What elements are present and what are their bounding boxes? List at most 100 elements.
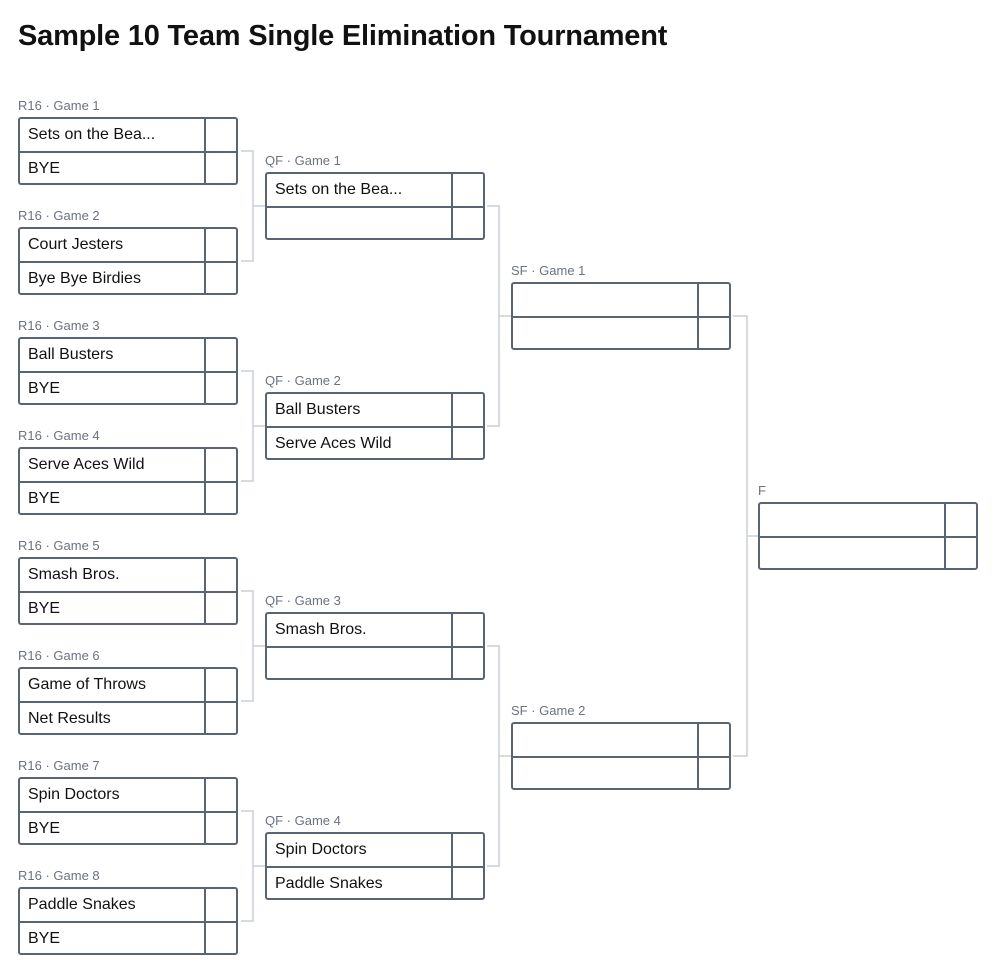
row-divider (267, 206, 483, 208)
row-divider (20, 481, 236, 483)
team-slot[interactable] (513, 284, 697, 316)
score-box[interactable] (451, 174, 483, 206)
match-qf-game-1[interactable]: Sets on the Bea... (265, 172, 485, 240)
team-slot[interactable]: Bye Bye Birdies (28, 270, 141, 287)
page-title: Sample 10 Team Single Elimination Tourna… (18, 20, 668, 52)
score-box[interactable] (944, 504, 976, 536)
match-r16-game-7[interactable]: Spin Doctors BYE (18, 777, 238, 845)
team-slot[interactable]: Spin Doctors (275, 841, 367, 858)
team-slot[interactable]: Paddle Snakes (275, 875, 383, 892)
score-box[interactable] (204, 889, 236, 921)
team-slot[interactable]: Serve Aces Wild (275, 435, 392, 452)
team-slot[interactable] (267, 648, 451, 680)
team-slot[interactable] (513, 724, 697, 756)
score-box[interactable] (204, 119, 236, 151)
score-box[interactable] (204, 559, 236, 591)
score-box[interactable] (451, 834, 483, 866)
score-box[interactable] (204, 923, 236, 955)
team-slot[interactable]: Smash Bros. (28, 566, 120, 583)
row-divider (267, 866, 483, 868)
match-label-qf-1: QF · Game 1 (265, 153, 341, 168)
team-slot[interactable]: BYE (28, 160, 61, 177)
team-slot[interactable]: Serve Aces Wild (28, 456, 145, 473)
score-box[interactable] (204, 593, 236, 625)
team-slot[interactable]: Court Jesters (28, 236, 124, 253)
match-r16-game-2[interactable]: Court Jesters Bye Bye Birdies (18, 227, 238, 295)
team-slot[interactable]: BYE (28, 930, 61, 947)
score-box[interactable] (451, 868, 483, 900)
match-label-sf-1: SF · Game 1 (511, 263, 586, 278)
score-box[interactable] (204, 813, 236, 845)
score-box[interactable] (451, 614, 483, 646)
team-slot[interactable] (513, 758, 697, 790)
score-box[interactable] (204, 669, 236, 701)
team-slot[interactable]: Smash Bros. (275, 621, 367, 638)
row-divider (20, 701, 236, 703)
match-r16-game-5[interactable]: Smash Bros. BYE (18, 557, 238, 625)
score-box[interactable] (697, 758, 729, 790)
score-box[interactable] (204, 229, 236, 261)
row-divider (267, 646, 483, 648)
score-box[interactable] (451, 208, 483, 240)
team-slot[interactable]: BYE (28, 600, 61, 617)
match-final[interactable] (758, 502, 978, 570)
row-divider (20, 811, 236, 813)
score-box[interactable] (204, 449, 236, 481)
match-qf-game-2[interactable]: Ball Busters Serve Aces Wild (265, 392, 485, 460)
match-label-r16-3: R16 · Game 3 (18, 318, 100, 333)
score-box[interactable] (204, 263, 236, 295)
team-slot[interactable] (267, 208, 451, 240)
match-label-sf-2: SF · Game 2 (511, 703, 586, 718)
team-slot[interactable]: Sets on the Bea... (275, 181, 403, 198)
match-qf-game-4[interactable]: Spin Doctors Paddle Snakes (265, 832, 485, 900)
team-slot[interactable] (513, 318, 697, 350)
row-divider (267, 426, 483, 428)
match-label-final: F (758, 483, 766, 498)
score-box[interactable] (204, 339, 236, 371)
score-box[interactable] (204, 703, 236, 735)
match-label-r16-8: R16 · Game 8 (18, 868, 100, 883)
team-slot[interactable]: Ball Busters (28, 346, 114, 363)
match-sf-game-1[interactable] (511, 282, 731, 350)
match-label-r16-7: R16 · Game 7 (18, 758, 100, 773)
score-box[interactable] (697, 724, 729, 756)
match-r16-game-6[interactable]: Game of Throws Net Results (18, 667, 238, 735)
team-slot[interactable]: Game of Throws (28, 676, 146, 693)
match-label-r16-5: R16 · Game 5 (18, 538, 100, 553)
match-r16-game-3[interactable]: Ball Busters BYE (18, 337, 238, 405)
team-slot[interactable]: Paddle Snakes (28, 896, 136, 913)
match-r16-game-8[interactable]: Paddle Snakes BYE (18, 887, 238, 955)
score-box[interactable] (451, 648, 483, 680)
match-qf-game-3[interactable]: Smash Bros. (265, 612, 485, 680)
team-slot[interactable]: Ball Busters (275, 401, 361, 418)
team-slot[interactable]: BYE (28, 820, 61, 837)
match-label-r16-6: R16 · Game 6 (18, 648, 100, 663)
team-slot[interactable]: Net Results (28, 710, 111, 727)
row-divider (20, 921, 236, 923)
team-slot[interactable]: BYE (28, 490, 61, 507)
team-slot[interactable]: BYE (28, 380, 61, 397)
team-slot[interactable]: Sets on the Bea... (28, 126, 156, 143)
score-box[interactable] (697, 284, 729, 316)
score-box[interactable] (451, 428, 483, 460)
match-r16-game-4[interactable]: Serve Aces Wild BYE (18, 447, 238, 515)
match-label-r16-4: R16 · Game 4 (18, 428, 100, 443)
score-box[interactable] (204, 779, 236, 811)
team-slot[interactable] (760, 504, 944, 536)
match-label-qf-4: QF · Game 4 (265, 813, 341, 828)
score-box[interactable] (944, 538, 976, 570)
row-divider (513, 756, 729, 758)
row-divider (513, 316, 729, 318)
match-r16-game-1[interactable]: Sets on the Bea... BYE (18, 117, 238, 185)
match-sf-game-2[interactable] (511, 722, 731, 790)
team-slot[interactable] (760, 538, 944, 570)
score-box[interactable] (204, 483, 236, 515)
team-slot[interactable]: Spin Doctors (28, 786, 120, 803)
score-box[interactable] (697, 318, 729, 350)
score-box[interactable] (204, 373, 236, 405)
row-divider (20, 371, 236, 373)
score-box[interactable] (204, 153, 236, 185)
row-divider (760, 536, 976, 538)
match-label-r16-2: R16 · Game 2 (18, 208, 100, 223)
score-box[interactable] (451, 394, 483, 426)
